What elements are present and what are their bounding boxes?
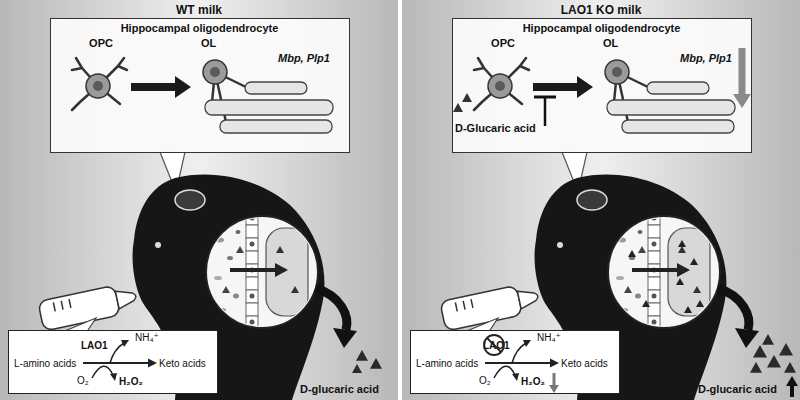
differentiation-arrow bbox=[131, 76, 191, 98]
metabolite-label: D-glucaric acid bbox=[300, 383, 379, 396]
reaction-term: Keto acids bbox=[159, 358, 206, 370]
arrow-head bbox=[577, 76, 593, 98]
metabolite-label: D-Glucaric acid bbox=[455, 122, 536, 135]
glucaric-triangles bbox=[779, 343, 793, 356]
decrease-arrow bbox=[549, 373, 559, 393]
gut-metabolite bbox=[696, 300, 704, 307]
reaction-box: L-amino acids LAO1 NH₄⁺ Keto acidsO₂ H₂O₂ bbox=[8, 330, 218, 394]
differentiation-arrow bbox=[533, 76, 593, 98]
box-heading: Hippocampal oligodendrocyte bbox=[51, 22, 348, 35]
glucaric-triangles bbox=[453, 103, 463, 112]
glucaric-triangles bbox=[753, 345, 767, 358]
reaction-term: H₂O₂ bbox=[521, 376, 545, 388]
box-heading: Hippocampal oligodendrocyte bbox=[453, 22, 750, 35]
reaction-term: NH₄⁺ bbox=[135, 332, 159, 344]
gene-label: Mbp, Plp1 bbox=[680, 52, 732, 65]
increase-arrow bbox=[786, 376, 798, 386]
gut-metabolite bbox=[628, 240, 704, 313]
knockout-symbol bbox=[484, 335, 504, 355]
glucaric-triangles bbox=[453, 93, 472, 112]
inset-box: Hippocampal oligodendrocyteOPC OL bbox=[50, 18, 350, 153]
glucaric-triangles bbox=[762, 334, 774, 345]
reaction-term: NH₄⁺ bbox=[537, 332, 561, 344]
reaction-term: LAO1 bbox=[483, 340, 510, 352]
panel-background bbox=[0, 0, 398, 400]
metabolite-label: D-glucaric acid bbox=[698, 383, 777, 396]
panel-title: LAO1 KO milk bbox=[402, 3, 800, 17]
oligodendrocyte-cells bbox=[474, 58, 735, 133]
inhibition-symbol bbox=[544, 97, 547, 126]
glucaric-triangles bbox=[352, 350, 382, 373]
cell-label: OL bbox=[603, 37, 618, 50]
arrow-head bbox=[175, 76, 191, 98]
reaction-term: L-amino acids bbox=[14, 358, 76, 370]
gene-label: Mbp, Plp1 bbox=[278, 52, 330, 65]
decrease-arrow bbox=[733, 48, 751, 108]
cell-label: OPC bbox=[473, 37, 533, 50]
decrease-arrow bbox=[549, 385, 559, 393]
inhibition-symbol bbox=[534, 96, 556, 99]
reaction-arrows bbox=[485, 340, 559, 381]
inhibition-symbol bbox=[534, 97, 556, 126]
reaction-term: LAO1 bbox=[81, 340, 108, 352]
panel: WT milkHippocampal oligodendrocyteOPC OL L… bbox=[0, 0, 398, 400]
cell-node: OPC bbox=[71, 37, 131, 137]
decrease-arrow bbox=[739, 48, 746, 95]
arrow-shaft bbox=[533, 83, 579, 91]
reaction-box: L-amino acids LAO1 NH₄⁺ Keto acidsO₂ H₂O₂ bbox=[410, 330, 620, 394]
decrease-arrow bbox=[553, 373, 556, 386]
glucaric-triangles bbox=[784, 362, 796, 373]
increase-arrow bbox=[790, 384, 794, 397]
glucaric-triangles bbox=[750, 362, 762, 373]
panel: LAO1 KO milkHippocampal oligodendrocyteO… bbox=[402, 0, 800, 400]
decrease-arrow bbox=[733, 94, 751, 108]
glucaric-triangles bbox=[750, 334, 796, 373]
panel-background bbox=[402, 0, 800, 400]
glucaric-triangles bbox=[356, 350, 368, 361]
reaction-term: H₂O₂ bbox=[119, 376, 143, 388]
oligodendrocyte-cells bbox=[72, 58, 333, 133]
glucaric-triangles bbox=[462, 93, 472, 102]
reaction-arrows bbox=[83, 340, 157, 381]
gut-metabolite bbox=[678, 240, 686, 247]
arrow-shaft bbox=[131, 83, 177, 91]
gut-metabolite bbox=[642, 300, 650, 307]
glucaric-triangles bbox=[767, 355, 781, 368]
reaction-term: L-amino acids bbox=[416, 358, 478, 370]
knockout-symbol bbox=[484, 335, 504, 355]
reaction-term: O₂ bbox=[77, 375, 89, 387]
increase-arrow bbox=[786, 376, 798, 397]
glucaric-triangles bbox=[370, 358, 382, 369]
knockout-symbol bbox=[487, 338, 501, 352]
glucaric-triangles bbox=[352, 364, 362, 373]
reaction-term: O₂ bbox=[479, 375, 491, 387]
gut-metabolite bbox=[684, 306, 692, 313]
gut-metabolite bbox=[690, 258, 698, 265]
cell-label: OL bbox=[201, 37, 216, 50]
gut-metabolite bbox=[628, 250, 636, 257]
panel-title: WT milk bbox=[0, 3, 398, 17]
reaction-term: Keto acids bbox=[561, 358, 608, 370]
cell-label: OPC bbox=[71, 37, 131, 50]
gut-metabolite bbox=[676, 278, 684, 285]
